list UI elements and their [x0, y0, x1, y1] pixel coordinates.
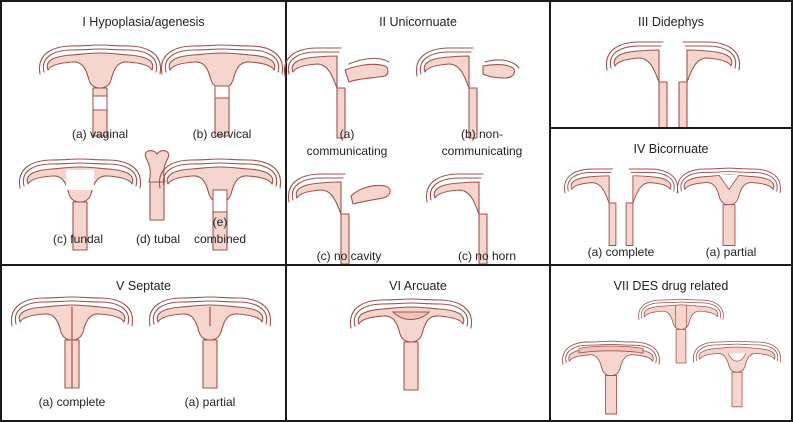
des-uterus-left-diagram	[562, 340, 660, 415]
des-uterus-top-diagram	[638, 298, 724, 364]
unicornuate-communicating-diagram	[283, 47, 390, 139]
panel-title: I Hypoplasia/agenesis	[82, 15, 205, 29]
arcuate-diagram	[349, 298, 473, 391]
panel-title: VI Arcuate	[389, 279, 447, 293]
didelphys-diagram	[605, 41, 741, 133]
panel-didelphys: III Didephys	[549, 0, 793, 133]
caption-septate-complete: (a) complete	[38, 395, 106, 409]
caption-combined-letter: (e)	[212, 215, 228, 229]
panel-hypoplasia: I Hypoplasia/agenesis (a) vaginal (b) ce…	[0, 0, 287, 266]
uterus-combined-diagram	[158, 158, 282, 251]
caption-nocavity: (c) no cavity	[316, 249, 382, 263]
caption-combined: (e) combined	[190, 214, 250, 248]
caption-combined-word: combined	[193, 232, 247, 246]
caption-noncomm-letter: (b) non-	[460, 127, 504, 141]
caption-communicating: (a) communicating	[297, 126, 397, 160]
septate-complete-diagram	[10, 296, 134, 389]
caption-noncomm-word: communicating	[441, 144, 523, 158]
caption-bicornuate-complete: (a) complete	[587, 245, 655, 259]
panel-title: IV Bicornuate	[633, 142, 709, 156]
unicornuate-nocavity-diagram	[287, 173, 391, 265]
caption-comm-word: communicating	[306, 144, 388, 158]
caption-tubal: (d) tubal	[135, 232, 181, 246]
uterus-fundal-diagram	[18, 158, 142, 251]
uterus-vaginal-diagram	[38, 44, 162, 137]
panel-bicornuate: IV Bicornuate (a) complete (a) partial	[549, 127, 793, 266]
caption-nohorn: (c) no horn	[457, 249, 517, 263]
septate-partial-diagram	[148, 296, 272, 389]
bicornuate-partial-diagram	[677, 167, 781, 246]
caption-noncommunicating: (b) non-communicating	[427, 126, 537, 160]
unicornuate-nohorn-diagram	[425, 173, 488, 265]
caption-bicornuate-partial: (a) partial	[705, 245, 757, 259]
panel-title: II Unicornuate	[379, 15, 457, 29]
panel-des-drug-related: VII DES drug related	[549, 264, 793, 422]
panel-unicornuate: II Unicornuate (a) communicating (b) non-…	[283, 0, 551, 266]
caption-septate-partial: (a) partial	[184, 395, 236, 409]
caption-cervical: (b) cervical	[192, 127, 252, 141]
unicornuate-noncommunicating-diagram	[415, 47, 520, 139]
panel-title: III Didephys	[637, 15, 704, 29]
panel-title: VII DES drug related	[613, 279, 729, 293]
des-uterus-right-diagram	[693, 340, 781, 408]
panel-arcuate: VI Arcuate	[285, 264, 551, 422]
uterus-cervical-diagram	[160, 44, 284, 137]
panel-title: V Septate	[116, 279, 171, 293]
uterus-tubal-diagram	[144, 150, 170, 221]
bicornuate-complete-diagram	[563, 168, 679, 246]
caption-fundal: (c) fundal	[52, 232, 104, 246]
caption-comm-letter: (a)	[339, 127, 355, 141]
panel-septate: V Septate (a) complete (a) partial	[0, 264, 287, 422]
caption-vaginal: (a) vaginal	[71, 127, 129, 141]
